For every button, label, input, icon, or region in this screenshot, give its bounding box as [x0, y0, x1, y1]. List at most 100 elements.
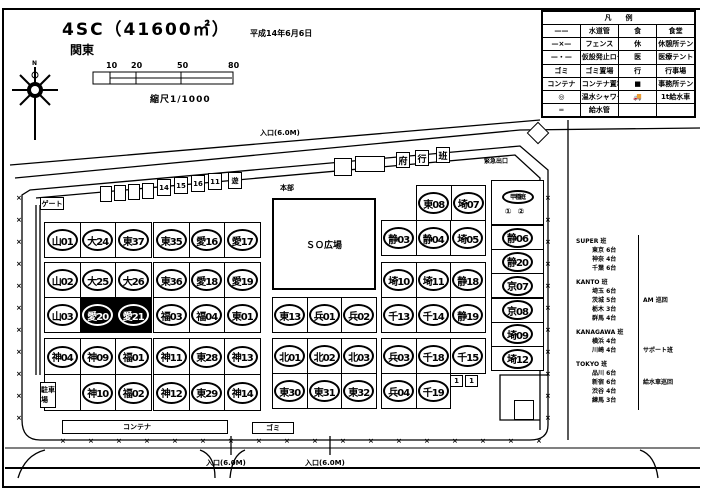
side-booth-cell[interactable]: 京07 [491, 273, 544, 299]
booth-cell[interactable]: 静04 [415, 220, 451, 256]
booth-cell[interactable]: 神13 [224, 338, 261, 375]
booth-cell[interactable]: 福01 [115, 338, 152, 375]
booth-cell[interactable]: 神14 [224, 374, 261, 411]
booth-cell[interactable]: 愛18 [188, 262, 225, 298]
booth-cell[interactable]: 千19 [415, 373, 451, 409]
booth-label: 山01 [46, 229, 78, 251]
booth-cell[interactable]: 埼10 [381, 262, 417, 298]
booth-label: 京07 [502, 275, 533, 296]
booth-cell[interactable]: 千18 [415, 338, 451, 374]
booth-cell[interactable]: 東29 [188, 374, 225, 411]
svg-text:×: × [452, 437, 458, 445]
svg-text:×: × [545, 414, 551, 422]
stats-group: TOKYO 班 [576, 361, 608, 368]
booth-cell[interactable]: 愛20 [79, 297, 116, 333]
svg-text:×: × [368, 437, 374, 445]
svg-text:×: × [480, 437, 486, 445]
booth-cell[interactable]: 北03 [341, 338, 377, 374]
booth-label: 千15 [452, 345, 484, 367]
booth-cell[interactable]: 福03 [153, 297, 190, 333]
booth-cell[interactable]: 東08 [416, 185, 452, 221]
booth-cell[interactable]: 愛16 [188, 222, 225, 258]
stats-group: KANAGAWA 班 [576, 329, 624, 336]
side-booth-cell[interactable]: 埼12 [491, 346, 544, 371]
booth-cell[interactable]: 東37 [115, 222, 152, 258]
booth-label: 福03 [155, 304, 187, 326]
booth-cell[interactable]: 神10 [79, 374, 116, 411]
entrance-bottom-left: 入口(6.0M) [206, 459, 246, 467]
booth-cell[interactable]: 山02 [44, 262, 81, 298]
booth-cell[interactable]: 東28 [188, 338, 225, 375]
entrance-top-label: 入口(6.0M) [260, 129, 300, 137]
booth-cell[interactable]: 東36 [153, 262, 190, 298]
tent [334, 158, 352, 176]
svg-text:×: × [545, 238, 551, 246]
booth-cell[interactable]: 神12 [153, 374, 190, 411]
tent [355, 156, 385, 172]
booth-label: 愛18 [191, 269, 223, 291]
booth-cell[interactable]: 福02 [115, 374, 152, 411]
booth-cell[interactable]: 埼11 [415, 262, 451, 298]
booth-cell[interactable]: 神04 [44, 338, 81, 375]
booth-cell[interactable]: 兵03 [381, 338, 417, 374]
booth-cell[interactable]: 兵04 [381, 373, 417, 409]
booth-cell[interactable]: 東35 [153, 222, 190, 258]
booth-cell[interactable]: 東30 [272, 373, 308, 409]
booth-cell[interactable]: 愛21 [115, 297, 152, 333]
svg-text:×: × [16, 370, 22, 378]
booth-cell[interactable]: 東13 [272, 297, 308, 333]
parking-box: 駐車場 [40, 382, 56, 408]
booth-cell[interactable]: 山03 [44, 297, 81, 333]
booth-label: 東28 [191, 345, 223, 368]
stats-line: 埼玉 6台 [592, 288, 617, 295]
booth-cell[interactable]: 埼07 [450, 185, 486, 221]
booth-cell[interactable]: 愛19 [224, 262, 261, 298]
booth-label: 静06 [502, 227, 533, 248]
booth-label: 福04 [191, 304, 223, 326]
booth-label: 埼10 [383, 269, 415, 291]
side-booth-cell[interactable]: 静06 [491, 225, 544, 250]
stats-note: 給水車巡回 [643, 379, 674, 386]
booth-cell[interactable]: 千14 [415, 297, 451, 333]
booth-cell[interactable]: 東32 [341, 373, 377, 409]
booth-cell[interactable]: 大24 [79, 222, 116, 258]
svg-text:×: × [16, 216, 22, 224]
svg-text:×: × [144, 437, 150, 445]
booth-cell[interactable]: 埼05 [450, 220, 486, 256]
booth-cell[interactable]: 千13 [381, 297, 417, 333]
booth-cell[interactable]: 山01 [44, 222, 81, 258]
stats-line: 新宿 6台 [592, 379, 617, 386]
booth-label: 静18 [452, 269, 484, 291]
stats-group: SUPER 班 [576, 238, 607, 245]
svg-text:×: × [172, 437, 178, 445]
booth-cell[interactable]: 北02 [306, 338, 342, 374]
booth-cell[interactable]: 静03 [381, 220, 417, 256]
booth-cell[interactable]: 福04 [188, 297, 225, 333]
side-booth-cell[interactable]: 京08 [491, 297, 544, 323]
booth-label: 埼07 [452, 192, 484, 214]
side-header-label: 甲種庭 [501, 189, 534, 204]
booth-cell[interactable]: 兵02 [341, 297, 377, 333]
booth-cell[interactable]: 東31 [306, 373, 342, 409]
legend-label: 仮設発止ロープ [579, 50, 620, 65]
garbage-area: ゴミ [252, 422, 294, 434]
side-booth-cell[interactable]: 埼09 [491, 321, 544, 347]
booth-cell[interactable]: 静18 [450, 262, 486, 298]
booth-label: 神10 [82, 381, 114, 404]
booth-cell[interactable]: 千15 [450, 338, 486, 374]
booth-cell[interactable]: 静19 [450, 297, 486, 333]
booth-cell[interactable]: 愛17 [224, 222, 261, 258]
booth-label: 愛19 [226, 269, 258, 291]
booth-cell[interactable]: 北01 [272, 338, 308, 374]
booth-cell[interactable]: 大25 [79, 262, 116, 298]
booth-cell[interactable]: 兵01 [306, 297, 342, 333]
svg-text:×: × [508, 437, 514, 445]
svg-text:×: × [545, 260, 551, 268]
booth-cell[interactable]: 神09 [79, 338, 116, 375]
booth-cell[interactable]: 東01 [224, 297, 261, 333]
booth-cell[interactable]: 神11 [153, 338, 190, 375]
booth-cell[interactable]: 大26 [115, 262, 152, 298]
side-booth-cell[interactable]: 静20 [491, 249, 544, 275]
stall [128, 184, 140, 200]
booth-label: 東35 [155, 229, 187, 251]
